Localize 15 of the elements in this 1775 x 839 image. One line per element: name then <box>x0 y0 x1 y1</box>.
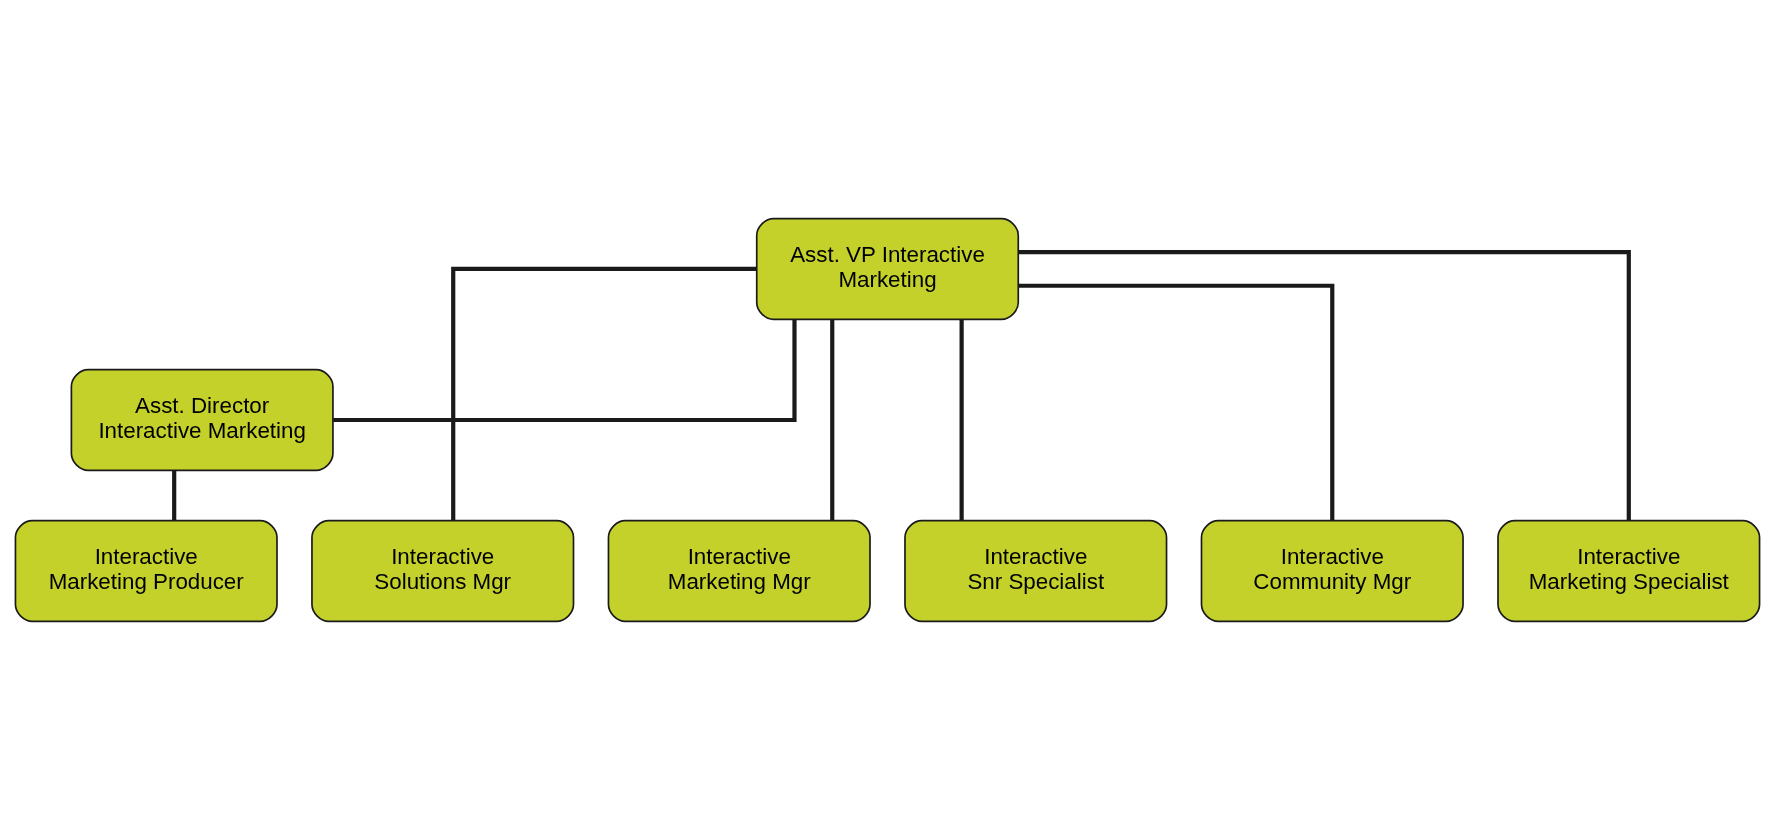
connector <box>1018 283 1335 521</box>
node-box: Interactive Community Mgr <box>1200 519 1464 622</box>
connector <box>172 470 177 520</box>
connector <box>333 319 797 422</box>
connector <box>959 319 964 520</box>
connector <box>451 266 757 520</box>
node-box: Asst. VP Interactive Marketing <box>755 217 1020 320</box>
node-box: Interactive Marketing Producer <box>14 519 278 622</box>
node-box: Interactive Snr Specialist <box>904 519 1168 622</box>
connector <box>1018 249 1631 520</box>
node-box: Asst. Director Interactive Marketing <box>70 368 334 471</box>
node-box: Interactive Marketing Specialist <box>1497 519 1761 622</box>
connector <box>830 319 835 520</box>
node-box: Interactive Solutions Mgr <box>311 519 575 622</box>
node-box: Interactive Marketing Mgr <box>607 519 871 622</box>
